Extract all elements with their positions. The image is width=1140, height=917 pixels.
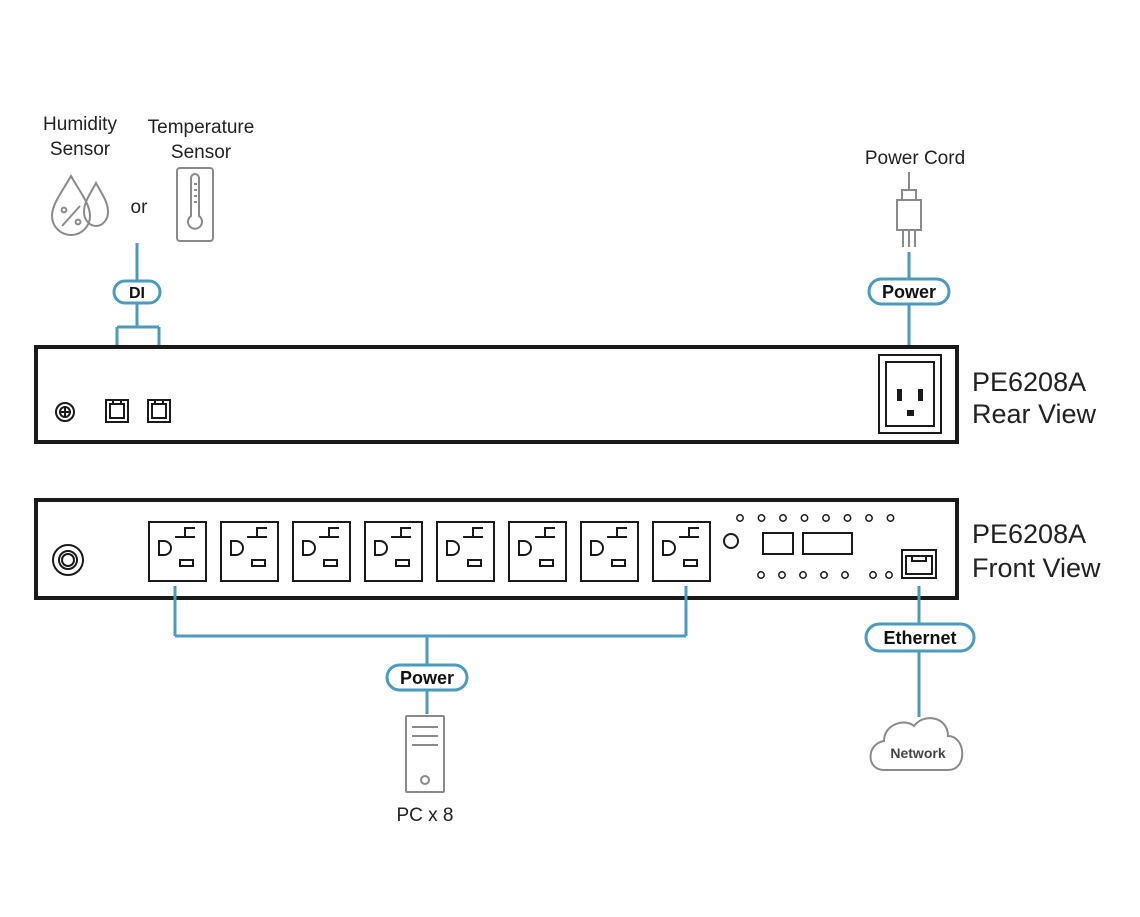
- power-cord-label: Power Cord: [865, 148, 965, 169]
- thermometer-icon: [176, 167, 214, 242]
- di-port-1: [105, 399, 129, 423]
- status-led: [723, 533, 739, 549]
- outlet-leds-bottom: [757, 571, 893, 579]
- front-device: [34, 498, 959, 600]
- led-top-1: [736, 514, 744, 522]
- power-front-pill: Power: [385, 663, 469, 692]
- outlet-2: [220, 521, 279, 582]
- outlet-8: [652, 521, 711, 582]
- front-model-label: PE6208A: [972, 519, 1086, 549]
- front-view-label: Front View: [972, 553, 1101, 583]
- rear-device: [34, 345, 959, 444]
- outlet-7: [580, 521, 639, 582]
- ethernet-pill-label: Ethernet: [883, 628, 956, 648]
- temperature-sensor-label-line2: Sensor: [171, 142, 232, 163]
- ethernet-port-icon: [901, 549, 937, 579]
- di-pill-label: DI: [129, 285, 145, 302]
- led-top-3: [779, 514, 787, 522]
- outlet-4: [364, 521, 423, 582]
- display-window-large: [802, 532, 853, 555]
- di-pill: DI: [112, 279, 162, 305]
- power-front-pill-label: Power: [400, 668, 454, 688]
- pc-tower-icon: [405, 715, 445, 793]
- power-rear-pill: Power: [867, 277, 951, 306]
- power-front-connector-lines: [173, 586, 688, 714]
- power-rear-pill-label: Power: [882, 282, 936, 302]
- humidity-sensor-label-line1: Humidity: [43, 114, 117, 135]
- network-label: Network: [890, 745, 945, 761]
- led-bottom-3: [799, 571, 807, 579]
- rear-model-label: PE6208A: [972, 367, 1086, 397]
- temperature-sensor-label-line1: Temperature: [148, 117, 255, 138]
- led-bottom-2: [778, 571, 786, 579]
- led-top-8: [886, 514, 895, 522]
- led-top-7: [865, 514, 873, 522]
- led-top-2: [757, 514, 766, 522]
- power-button: [52, 544, 84, 576]
- led-bottom-4: [820, 571, 828, 579]
- humidity-drops-icon: [50, 173, 110, 236]
- outlet-5: [436, 521, 495, 582]
- outlet-3: [292, 521, 351, 582]
- cloud-icon: Network: [869, 717, 964, 771]
- ethernet-pill: Ethernet: [864, 622, 976, 653]
- pc-label: PC x 8: [396, 805, 453, 826]
- outlet-leds-top: [736, 514, 895, 522]
- led-bottom-7: [885, 571, 893, 579]
- outlet-group: [148, 521, 711, 582]
- led-bottom-6: [869, 571, 877, 579]
- outlet-6: [508, 521, 567, 582]
- outlet-1: [148, 521, 207, 582]
- di-port-2: [147, 399, 171, 423]
- plug-icon: [896, 172, 922, 247]
- led-bottom-5: [841, 571, 849, 579]
- led-top-6: [843, 514, 852, 522]
- display-window-small: [762, 532, 794, 555]
- ground-screw-icon: [55, 402, 75, 422]
- led-top-5: [822, 514, 830, 522]
- led-top-4: [800, 514, 809, 522]
- power-inlet: [878, 354, 942, 434]
- humidity-sensor-label-line2: Sensor: [50, 139, 111, 160]
- led-bottom-1: [757, 571, 765, 579]
- rear-view-label: Rear View: [972, 399, 1097, 429]
- or-label: or: [131, 197, 149, 218]
